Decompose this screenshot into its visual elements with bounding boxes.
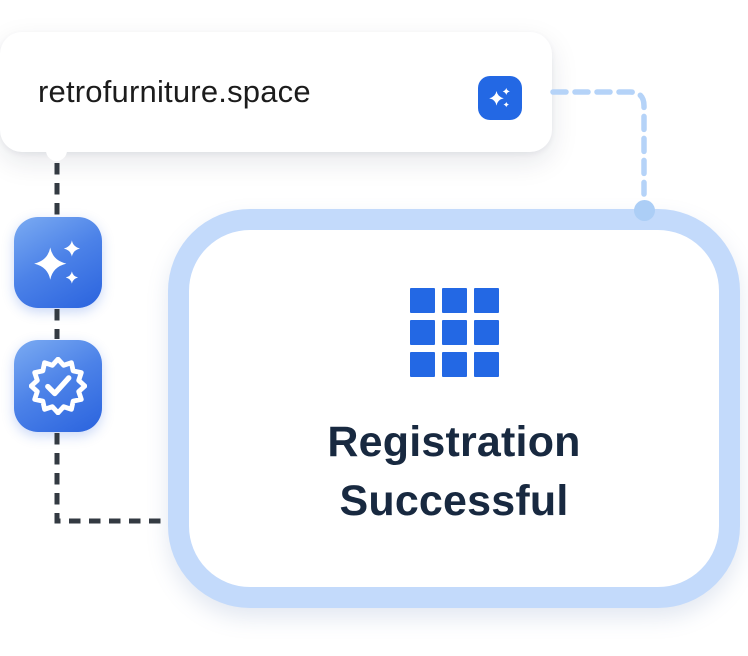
card-pointer-nub (46, 140, 67, 161)
grid-cell (409, 352, 435, 377)
grid-cell (441, 320, 467, 345)
grid-cell (441, 352, 467, 377)
grid-cell (473, 288, 499, 313)
domain-search-card: retrofurniture.space (0, 32, 552, 161)
grid-cell (409, 320, 435, 345)
sparkles-icon (489, 87, 510, 108)
grid-cell (409, 288, 435, 313)
domain-name-text: retrofurniture.space (38, 74, 311, 109)
ai-sparkles-button[interactable] (478, 76, 522, 120)
grid-cell (473, 320, 499, 345)
connector-badge-to-result-card (54, 433, 167, 524)
sparkles-icon (34, 239, 80, 284)
ai-generate-tile (14, 217, 102, 308)
grid-cell (441, 288, 467, 313)
grid-icon (409, 288, 499, 377)
result-title: Registration Successful (327, 418, 581, 526)
verified-badge-icon (29, 357, 87, 415)
grid-cell (473, 352, 499, 377)
registration-result-card: Registration Successful (168, 209, 740, 608)
verified-tile (14, 340, 102, 432)
connector-button-to-result-card (550, 89, 647, 197)
